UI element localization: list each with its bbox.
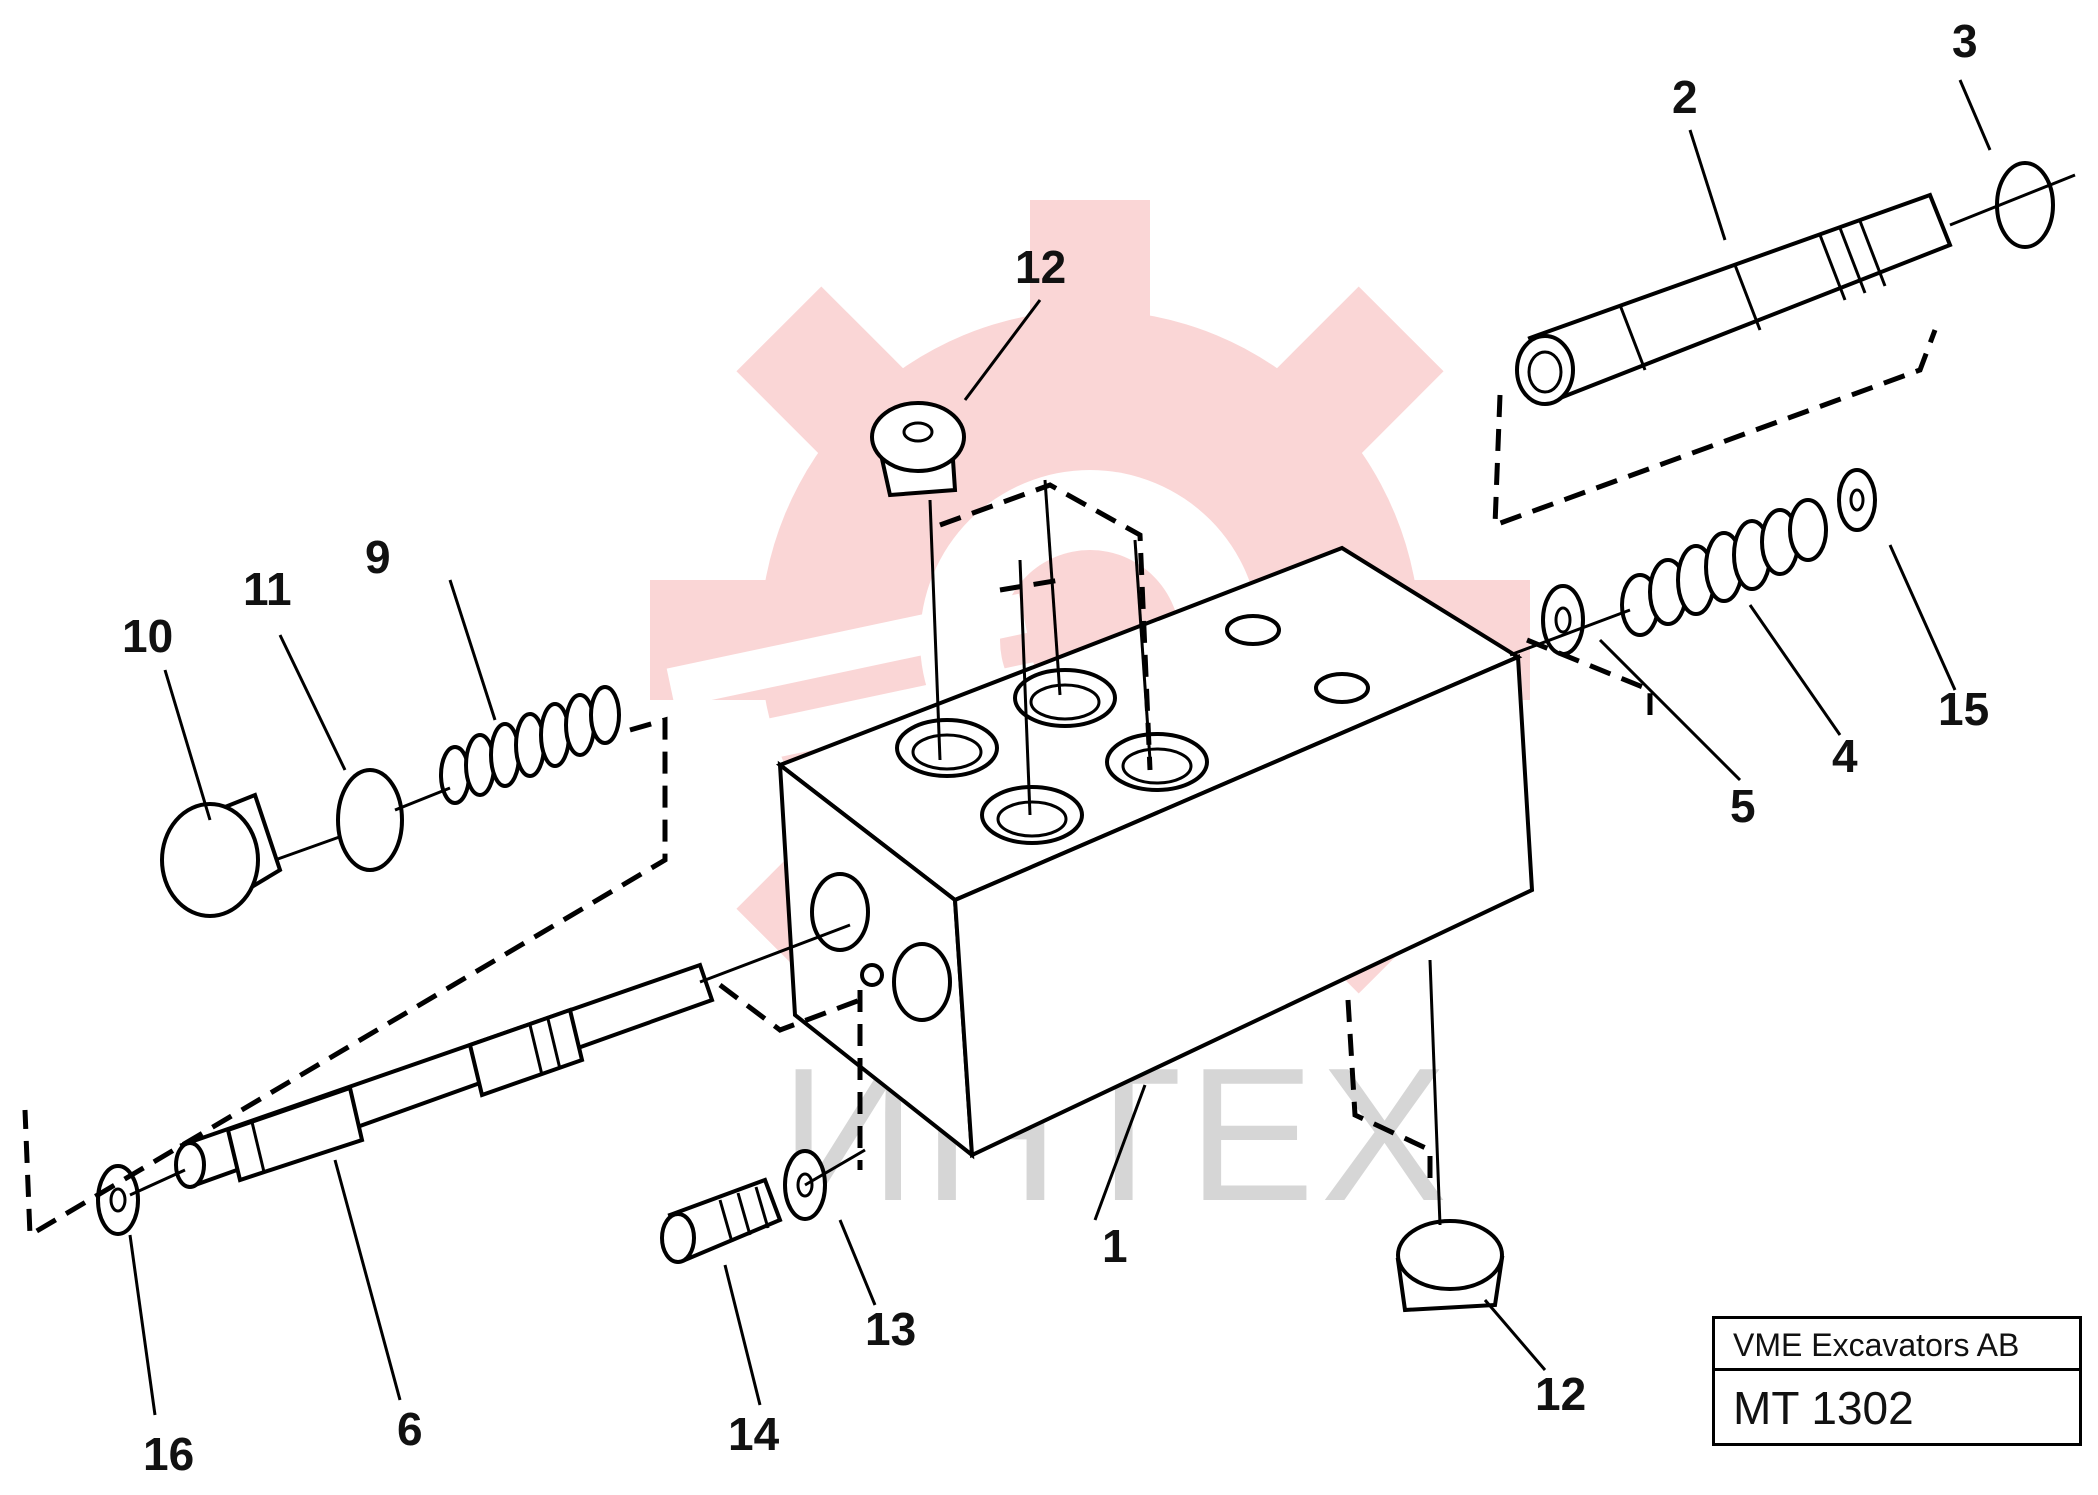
washer-part-16	[96, 1164, 140, 1236]
plug-part-12-bottom	[1395, 1219, 1505, 1313]
callout-12-top: 12	[1015, 241, 1066, 293]
washer-part-5	[1541, 584, 1585, 656]
callout-15: 15	[1938, 683, 1989, 735]
callout-labels: 1 2 3 4 5 6 9 10 11 12 12 13 14 15 16	[122, 15, 1989, 1480]
spring-part-4	[1620, 498, 1828, 637]
plug-part-12-top	[870, 401, 966, 498]
company-name: VME Excavators AB	[1715, 1319, 2079, 1371]
assembly-lines	[129, 479, 1631, 1226]
spool-part-6	[174, 962, 715, 1189]
callout-16: 16	[143, 1428, 194, 1480]
callout-10: 10	[122, 610, 173, 662]
callout-3: 3	[1952, 15, 1978, 67]
callout-14: 14	[728, 1408, 780, 1460]
callout-12-bottom: 12	[1535, 1368, 1586, 1420]
spring-part-9	[439, 685, 621, 805]
callout-1: 1	[1102, 1220, 1128, 1272]
callout-6: 6	[397, 1403, 423, 1455]
callout-2: 2	[1672, 71, 1698, 123]
plug-part-10	[160, 792, 346, 918]
dashed-guides	[22, 329, 1938, 1240]
o-ring-part-3	[1949, 161, 2076, 249]
callout-5: 5	[1730, 780, 1756, 832]
cartridge-part-2	[1515, 192, 1953, 406]
washer-part-15	[1837, 468, 1877, 532]
o-ring-part-11	[336, 768, 451, 872]
title-block: VME Excavators AB MT 1302	[1712, 1316, 2082, 1446]
drawing-code: MT 1302	[1733, 1382, 1914, 1434]
callout-4: 4	[1832, 730, 1858, 782]
screw-part-14	[660, 1177, 783, 1264]
callout-13: 13	[865, 1303, 916, 1355]
callout-9: 9	[365, 531, 391, 583]
callout-11: 11	[243, 563, 292, 615]
leader-lines	[128, 79, 1992, 1416]
